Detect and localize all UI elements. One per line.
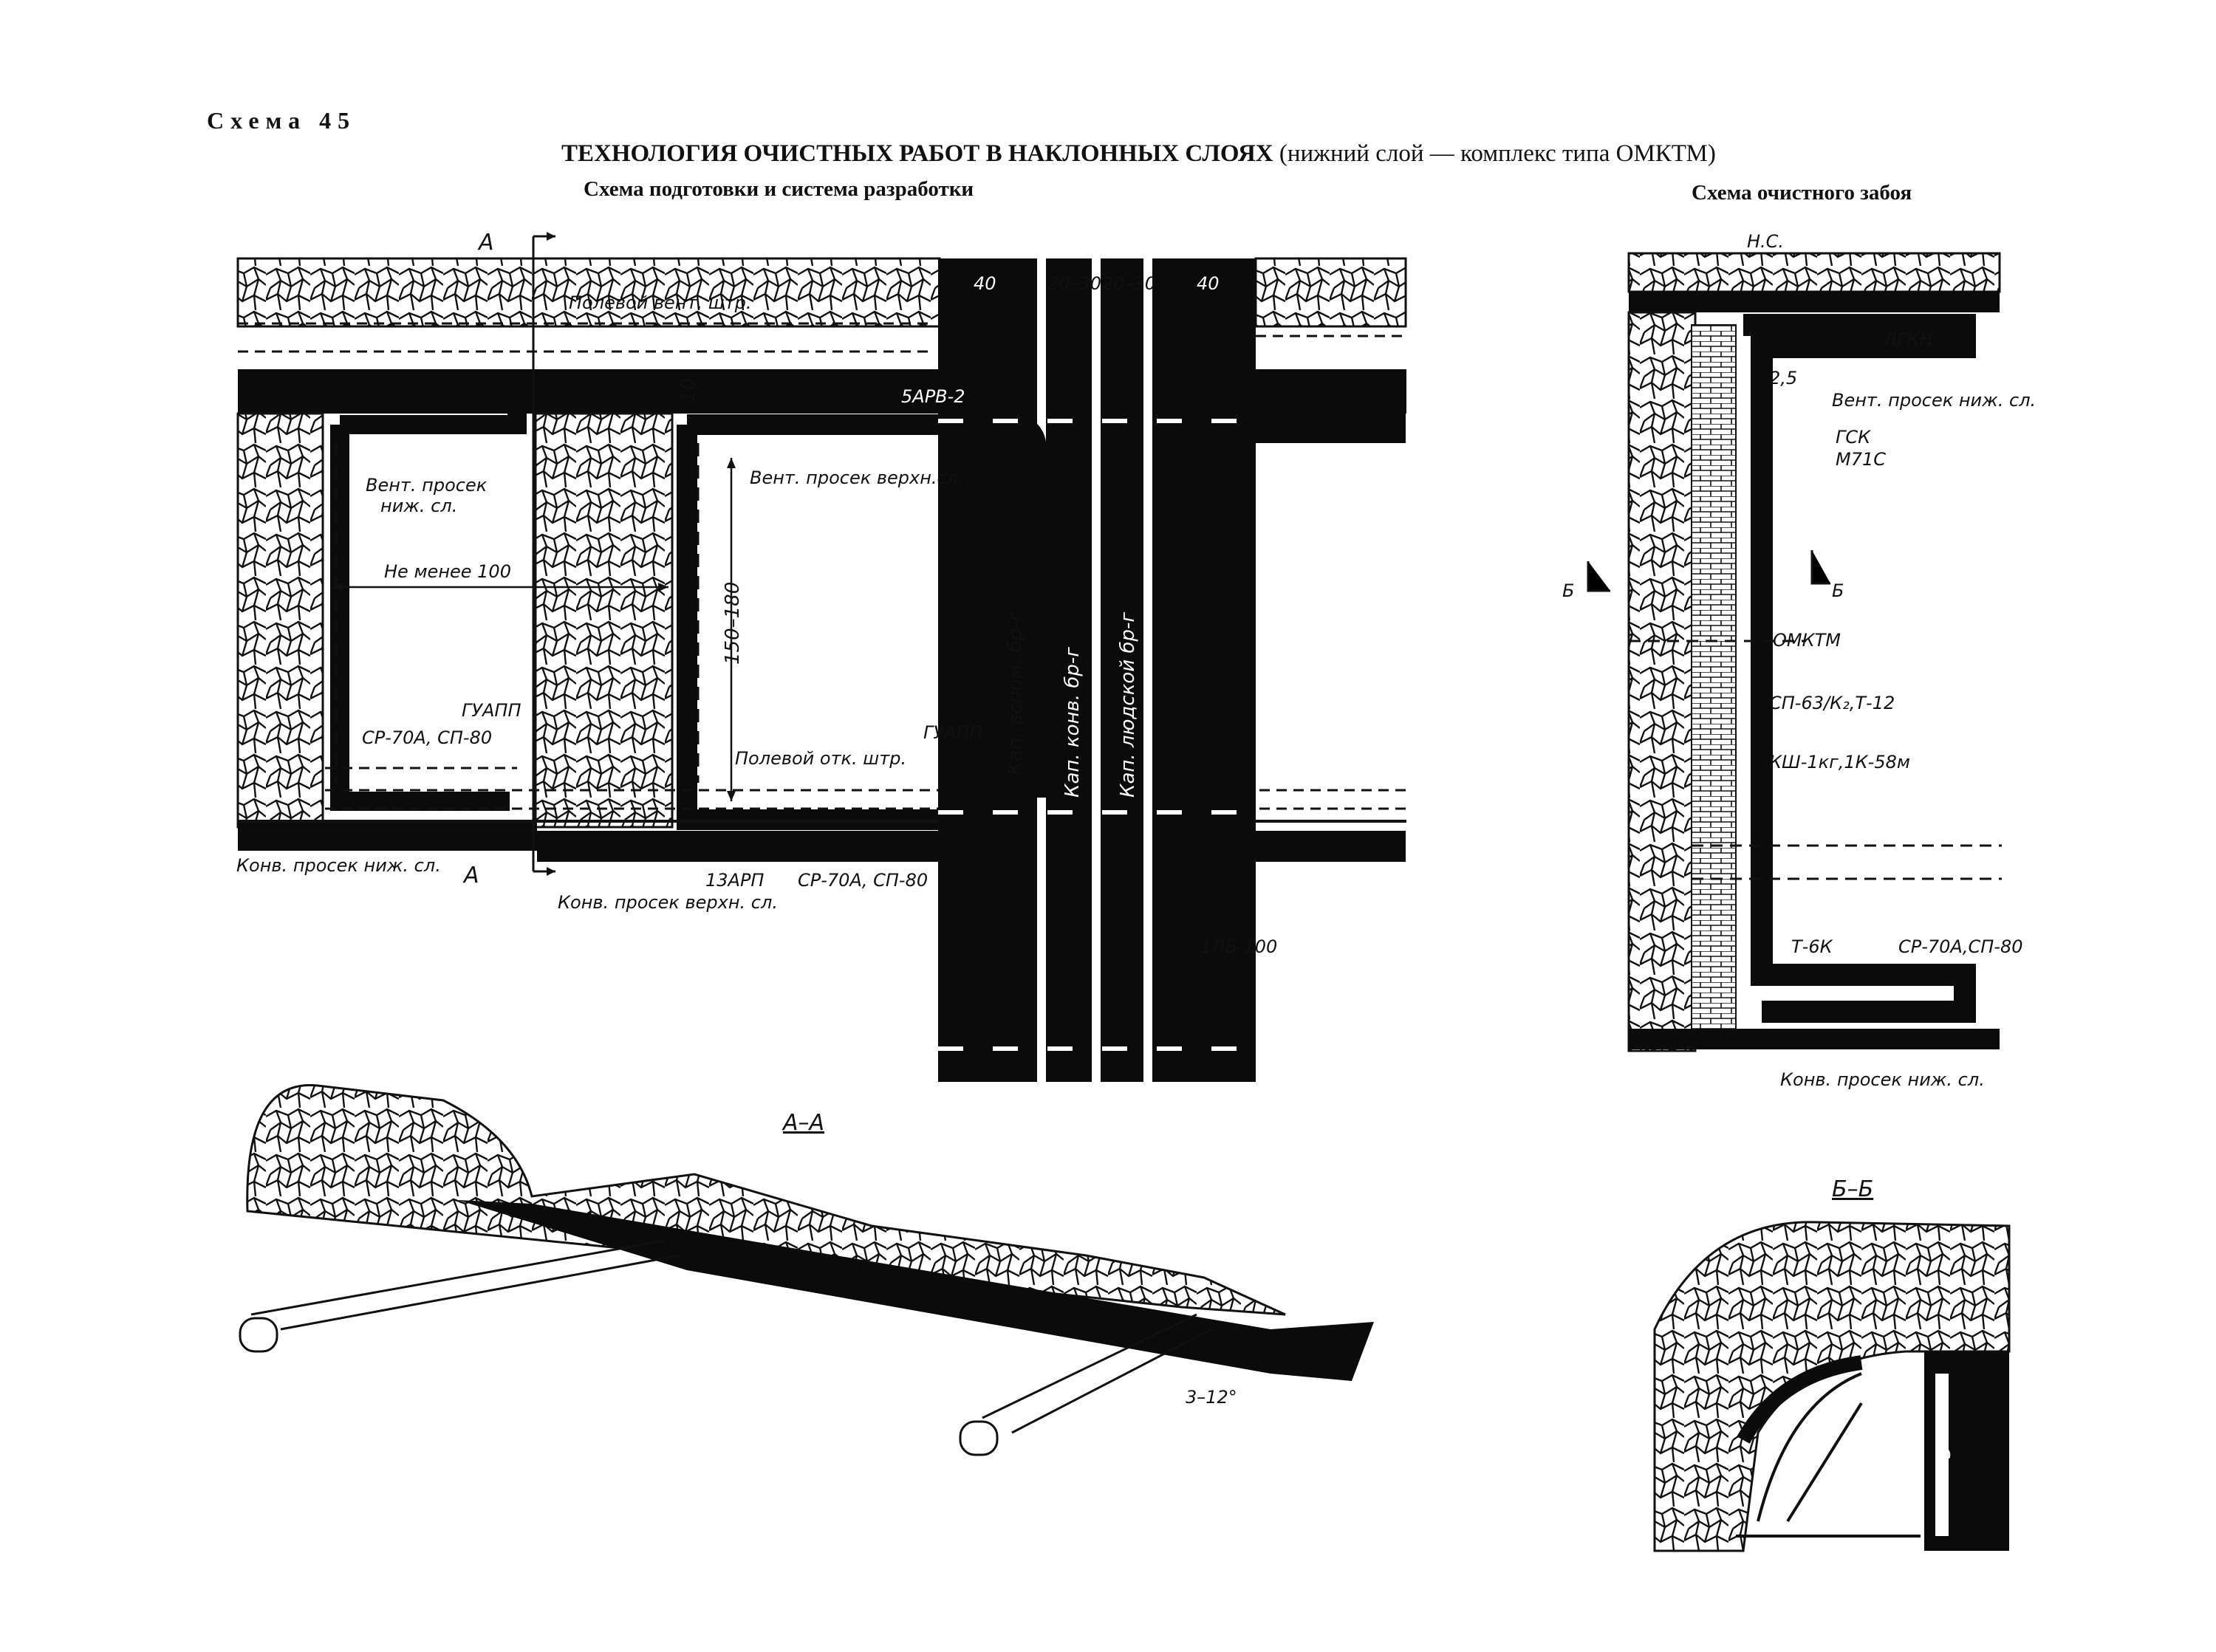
diagram-label: Кап. вспом. бр-г bbox=[1005, 611, 1027, 775]
section-bb-diagram: Б–Б 3 bbox=[1653, 1176, 2011, 1552]
diagram-label: 40 bbox=[974, 273, 996, 294]
diagram-label: А bbox=[477, 230, 494, 256]
diagram-label: Вент. просек верхн.сл. bbox=[750, 467, 964, 488]
diagram-label: СР-70А, СП-80 bbox=[362, 727, 492, 748]
diagram-label: Не менее 100 bbox=[384, 561, 511, 582]
title-note: (нижний слой — комплекс типа ОМКТМ) bbox=[1279, 140, 1716, 167]
diagram-label: 150–180 bbox=[722, 582, 744, 665]
diagram-label: ГУАПП bbox=[462, 700, 521, 721]
diagram-label: Т-6К bbox=[1791, 936, 1833, 957]
diagram-label: Кап. людской бр-г bbox=[1117, 612, 1139, 798]
diagram-label: Полевой отк. штр. bbox=[735, 748, 906, 769]
diagram-label: 5АРВ-2 bbox=[901, 386, 965, 407]
diagram-label: Кап. конв. бр-г bbox=[1061, 647, 1084, 798]
diagram-label: ниж. сл. bbox=[380, 496, 457, 516]
diagram-label: КШ-1кг,1К-58м bbox=[1769, 752, 1910, 772]
diagram-label: ГУАПП bbox=[923, 722, 983, 743]
diagram-label: 20–30 bbox=[1102, 273, 1156, 294]
diagram-label: Вент. просек ниж. сл. bbox=[1832, 390, 2036, 411]
page-title: ТЕХНОЛОГИЯ ОЧИСТНЫХ РАБОТ В НАКЛОННЫХ СЛ… bbox=[561, 140, 1716, 168]
diagram-label: 1ЛБ-100 bbox=[1200, 936, 1277, 957]
diagram-label: ГСК bbox=[1836, 427, 1871, 448]
diagram-label: М71С bbox=[1836, 449, 1886, 470]
diagram-label: Конв. просек ниж. сл. bbox=[236, 855, 441, 876]
diagram-label: А–А bbox=[782, 1110, 824, 1136]
diagram-label: Б bbox=[1832, 580, 1844, 601]
diagram-label: ОМКТМ bbox=[1773, 630, 1841, 651]
rock-band-top-right bbox=[1254, 257, 1407, 328]
diagram-label: Вент. просек bbox=[366, 475, 488, 496]
rock-band-top-left bbox=[236, 257, 941, 328]
diagram-label: 3–12° bbox=[1186, 1387, 1237, 1408]
scheme-number: Схема 45 bbox=[207, 107, 357, 134]
diagram-label: Конв. просек верхн. сл. bbox=[558, 892, 778, 913]
diagram-label: Н.С. bbox=[1747, 231, 1784, 252]
diagram-label: СР-70А, СП-80 bbox=[798, 870, 928, 891]
plan-diagram: Кап. вспом. бр-г Кап. конв. бр-г Кап. лю… bbox=[236, 230, 1407, 1082]
diagram-label: 3 bbox=[1933, 1446, 1955, 1459]
diagram-label: 40 bbox=[1197, 273, 1220, 294]
diagram-label: Полевой вент. штр. bbox=[569, 292, 752, 313]
section-aa-diagram: А–А 3–12° bbox=[239, 1083, 1374, 1456]
diagram-label: ЛГКН bbox=[1883, 329, 1933, 350]
diagram-label: Б–Б bbox=[1832, 1176, 1873, 1202]
subtitle-left: Схема подготовки и система разработки bbox=[584, 177, 974, 201]
diagram-label: 13АРП bbox=[705, 870, 764, 891]
diagram-label: СП-63/К₂,Т-12 bbox=[1769, 693, 1895, 713]
face-diagram: Н.С. ЛГКН 2,5 Вент. просек ниж. сл. ГСК … bbox=[1562, 231, 2036, 1090]
diagram-label: 20–30 bbox=[1047, 273, 1101, 294]
diagram-label: Б bbox=[1562, 580, 1574, 601]
diagram-label: СР-70А,СП-80 bbox=[1898, 936, 2022, 957]
diagram-label: 2,5 bbox=[1769, 368, 1797, 388]
title-main: ТЕХНОЛОГИЯ ОЧИСТНЫХ РАБОТ В НАКЛОННЫХ СЛ… bbox=[561, 140, 1273, 167]
diagram-label: А bbox=[462, 863, 479, 888]
diagram-label: Конв. просек ниж. сл. bbox=[1780, 1069, 1985, 1090]
subtitle-right: Схема очистного забоя bbox=[1692, 181, 1912, 205]
diagram-label: 10 bbox=[677, 378, 700, 402]
